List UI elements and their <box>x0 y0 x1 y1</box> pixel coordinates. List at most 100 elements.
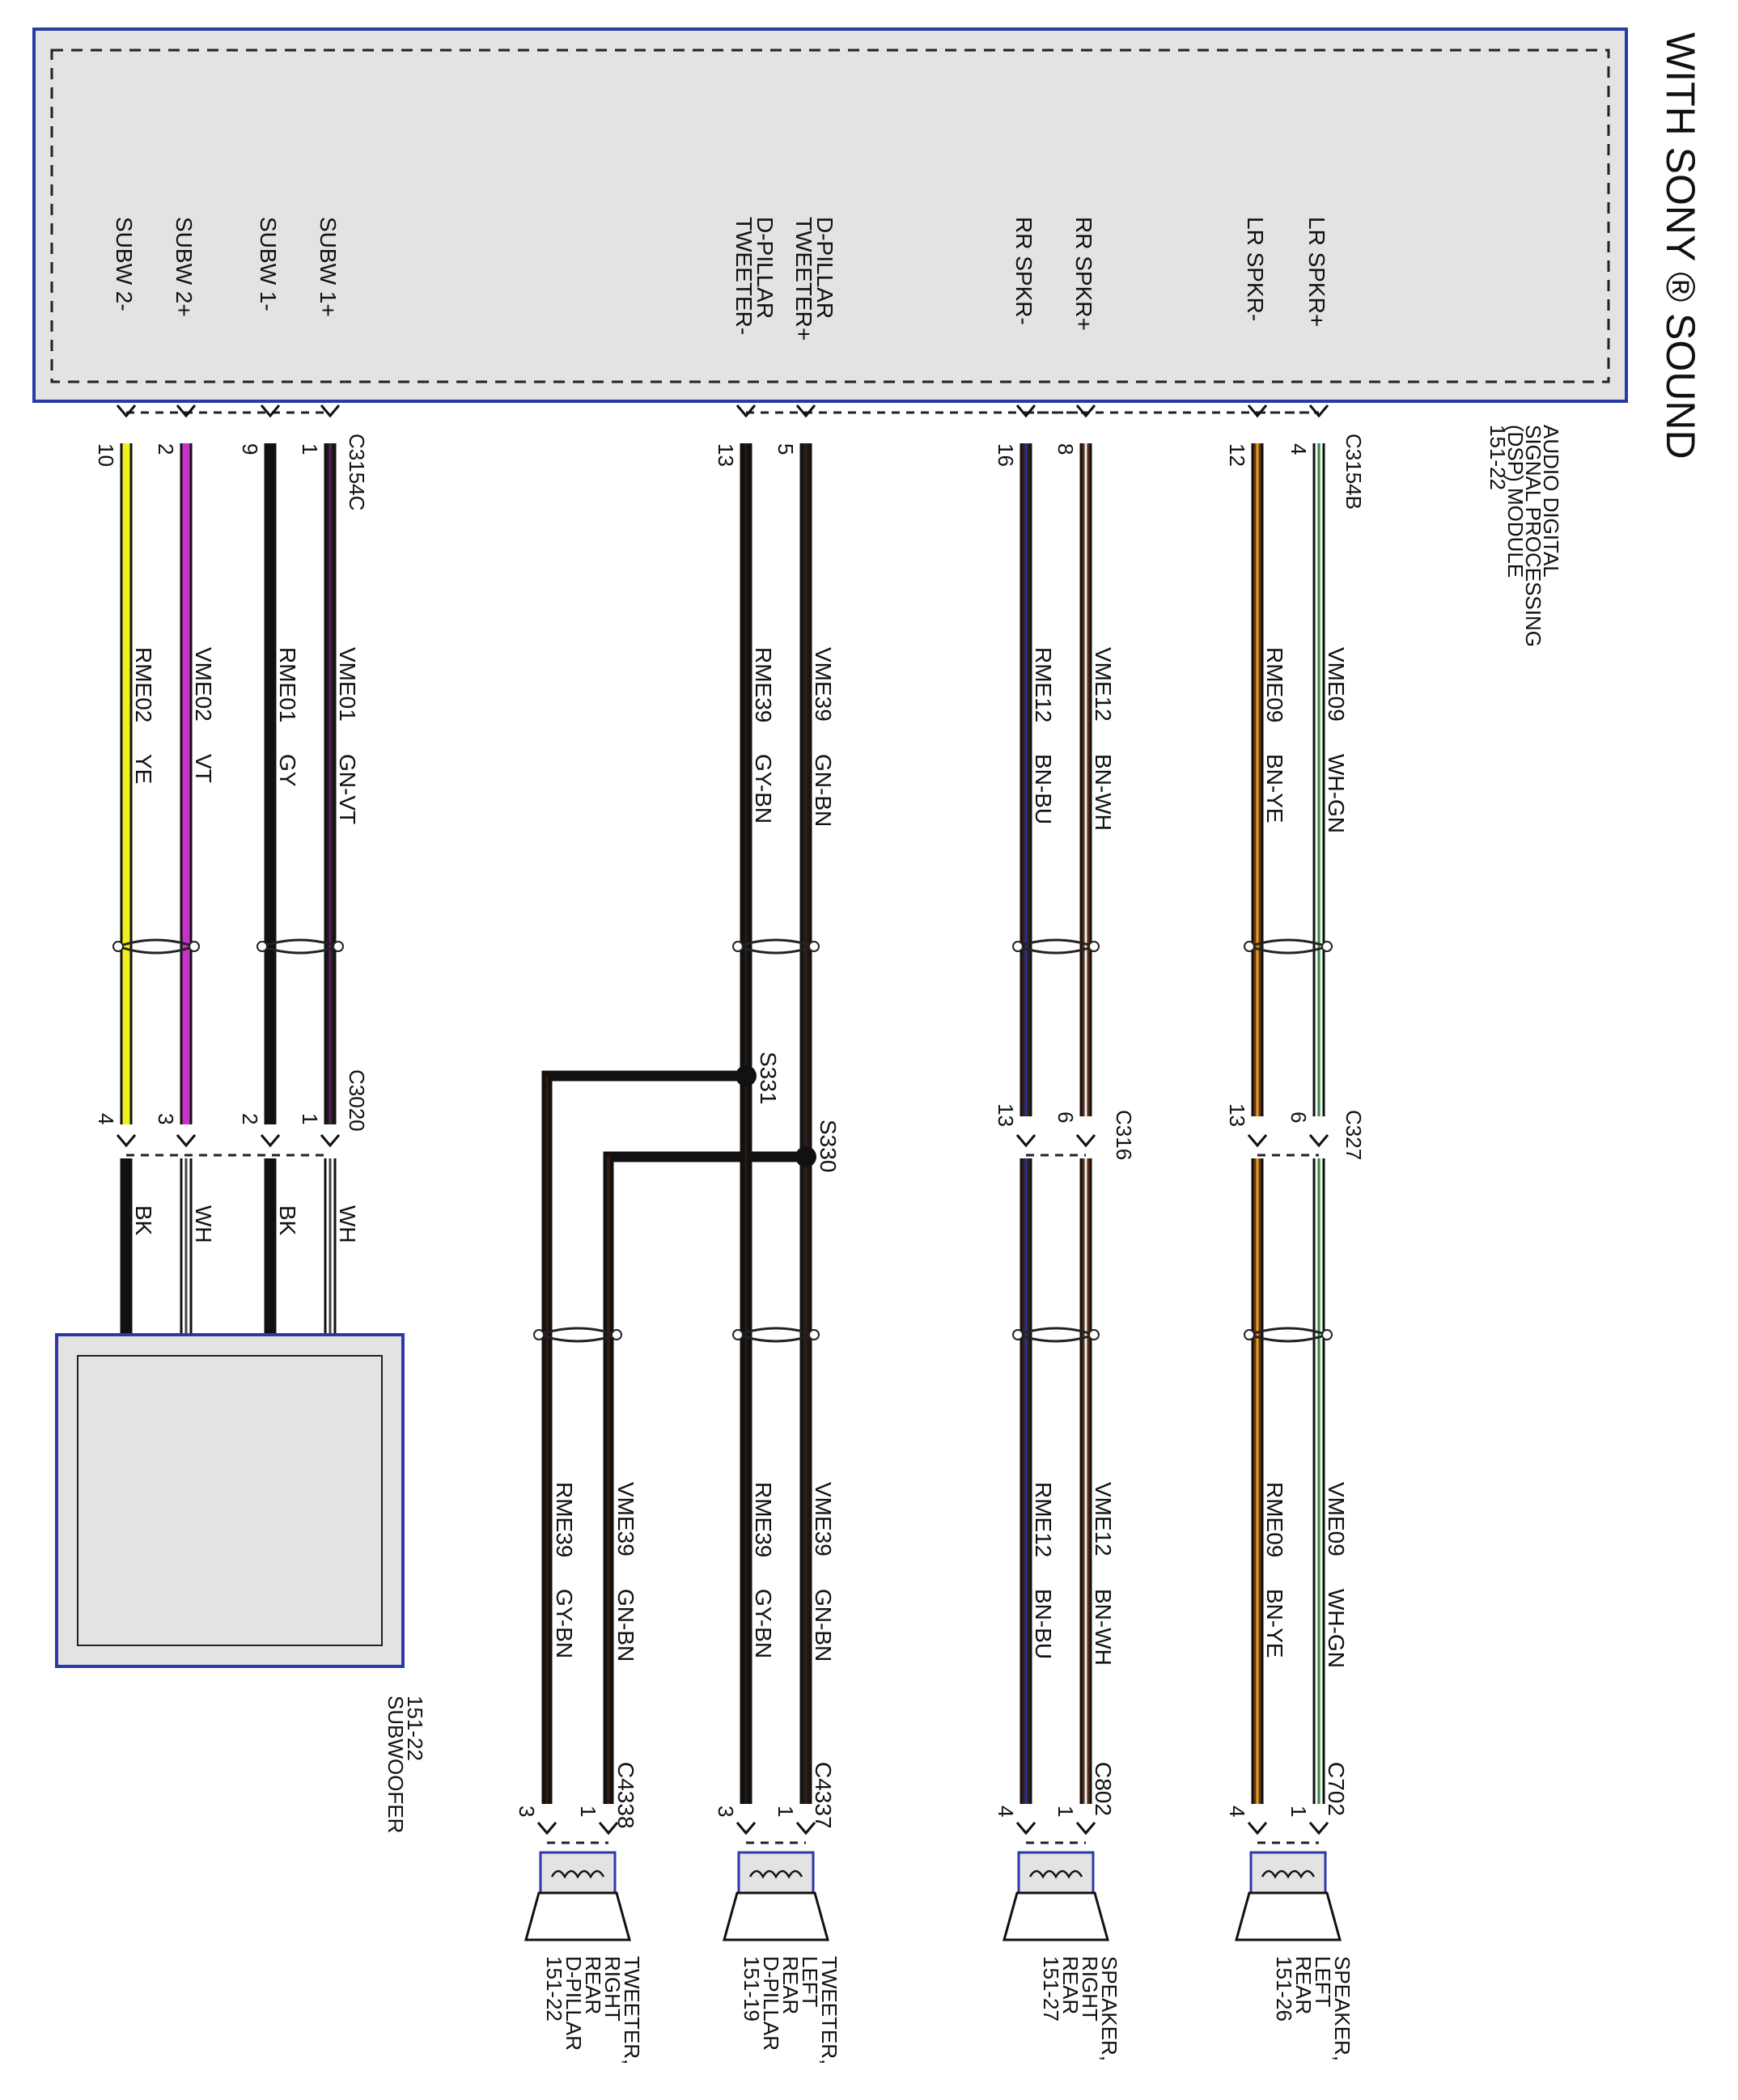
wire-id-lower-pos-rr: VME12 <box>1091 1482 1116 1556</box>
pin-label-dl_n-0-group: D-PILLAR <box>752 217 778 319</box>
wire-id-upper-rr_n: RME12 <box>1031 647 1056 722</box>
pin-label-dl_n-0: D-PILLAR <box>752 217 778 319</box>
pin-label-s2_n-0-group: SUBW 2- <box>112 217 137 311</box>
pin-label-s1_n-0: SUBW 1- <box>256 217 281 311</box>
speaker-name-tr-3-group: D-PILLAR <box>562 1956 586 2051</box>
twist-upper-lr-b <box>1248 945 1328 955</box>
dsp-pin-rr_n: 16 <box>994 443 1018 467</box>
chevron-inline-lr_n <box>1247 1134 1268 1148</box>
speaker-pin-pos-tl-group: 1 <box>774 1806 798 1817</box>
wire-code-upper-s2_p-group: VT <box>191 754 216 783</box>
speaker-name-rr-2-group: REAR <box>1058 1956 1083 2014</box>
wire-code-lower-s2_p: WH <box>191 1205 216 1243</box>
pin-label-rr_n-0-group: RR SPKR- <box>1011 217 1036 325</box>
speaker-name-rr-1: RIGHT <box>1078 1956 1102 2022</box>
chevron-speaker-pos-tl <box>795 1822 816 1835</box>
speaker-name-tr-0-group: TWEETER, <box>620 1956 644 2064</box>
twist-upper-lr-a <box>1248 938 1328 948</box>
speaker-name-tl-2: REAR <box>778 1956 803 2014</box>
chevron-speaker-neg-tr <box>536 1822 557 1835</box>
wire-id-upper-s2_n: RME02 <box>131 647 156 722</box>
twist-upper-dpillar-b <box>737 945 815 955</box>
wire-code-lower-neg-tr-group: GY-BN <box>552 1589 577 1658</box>
dsp-pin-s1_n-group: 9 <box>238 443 262 455</box>
twist-upper-dpillar-end-b <box>808 941 820 952</box>
pin-label-s1_n-0-group: SUBW 1- <box>256 217 281 311</box>
twist-lower-tl-end-b <box>808 1329 820 1340</box>
wire-id-lower-pos-lr-group: VME09 <box>1324 1482 1349 1556</box>
splice-s331-dot <box>735 1065 757 1086</box>
chevron-dsp-s2_n <box>116 404 137 418</box>
dsp-pin-s1_p-group: 1 <box>298 443 322 455</box>
wire-id-upper-dl_p: VME39 <box>811 647 836 722</box>
wire-code-lower-s1_n-group: BK <box>275 1205 300 1236</box>
chevron-dsp-lr_n <box>1247 404 1268 418</box>
twist-upper-dpillar-a <box>737 938 815 948</box>
inline-pin-rr_n-group: 13 <box>994 1103 1018 1127</box>
wire-code-lower-pos-rr: BN-WH <box>1091 1589 1116 1666</box>
chevron-inline-rr_p <box>1075 1134 1096 1148</box>
wire-id-upper-lr_p: VME09 <box>1324 647 1349 722</box>
pin-label-rr_n-0: RR SPKR- <box>1011 217 1036 325</box>
wire-id-lower-neg-tr-group: RME39 <box>552 1482 577 1557</box>
wire-code-lower-s2_n: BK <box>131 1205 156 1236</box>
dsp-pin-s2_n-group: 10 <box>94 443 118 467</box>
inline-pin-s2_n-group: 4 <box>94 1113 118 1124</box>
speaker-tl-cone <box>723 1891 829 1941</box>
inline-connector-c327-label: C327 <box>1342 1110 1366 1160</box>
speaker-connector-tl: C4337 <box>811 1762 836 1829</box>
twist-upper-rr-end-a <box>1012 941 1024 952</box>
wire-id-lower-neg-rr-group: RME12 <box>1031 1482 1056 1557</box>
chevron-dsp-rr_p <box>1075 404 1096 418</box>
chevron-speaker-pos-lr <box>1308 1822 1329 1835</box>
dsp-module-inner-dash <box>50 49 1610 383</box>
chevron-speaker-neg-tl <box>735 1822 757 1835</box>
dsp-pin-s1_n: 9 <box>238 443 262 455</box>
chevron-speaker-pos-tr <box>598 1822 619 1835</box>
pin-label-dl_n-1-group: TWEETER- <box>731 217 757 335</box>
dsp-module-name-line-2: SIGNAL PROCESSING <box>1521 425 1545 647</box>
dsp-module-name-line-3: (DSP) MODULE <box>1503 425 1528 578</box>
pin-label-rr_p-0-group: RR SPKR+ <box>1071 217 1096 331</box>
twist-lower-tr-b <box>538 1333 617 1343</box>
pin-label-s2_p-0: SUBW 2+ <box>172 217 197 317</box>
twist-upper-sub2-a <box>117 938 195 948</box>
speaker-name-rr-0-group: SPEAKER, <box>1097 1956 1121 2061</box>
splice-s330-branch <box>603 1151 806 1804</box>
svg-text:C3154B: C3154B <box>1342 434 1366 510</box>
subwoofer-box <box>55 1333 405 1668</box>
speaker-name-lr-2-group: REAR <box>1291 1956 1316 2014</box>
twist-upper-rr-a <box>1017 938 1095 948</box>
speaker-rr-coil <box>1028 1869 1083 1879</box>
twist-upper-dpillar-end-a <box>732 941 744 952</box>
chevron-dsp-dl_n <box>735 404 757 418</box>
speaker-pin-pos-lr: 1 <box>1287 1806 1311 1817</box>
dsp-module-name: AUDIO DIGITAL SIGNAL PROCESSING (DSP) MO… <box>1486 425 1563 647</box>
pin-label-dl_p-0-group: D-PILLAR <box>812 217 837 319</box>
twist-upper-lr-end-a <box>1244 941 1255 952</box>
chevron-speaker-neg-lr <box>1247 1822 1268 1835</box>
pin-label-dl_p-1-group: TWEETER+ <box>791 217 816 341</box>
wire-id-upper-s1_n-group: RME01 <box>275 647 300 722</box>
inline-connector-c316-label: C316 <box>1112 1110 1136 1160</box>
splice-label-s330-group: S330 <box>816 1120 841 1172</box>
twist-lower-tl-b <box>737 1333 815 1343</box>
inline-pin-lr_p: 6 <box>1287 1111 1311 1123</box>
speaker-name-tr-0: TWEETER, <box>620 1956 644 2064</box>
wire-id-upper-s2_p-group: VME02 <box>191 647 216 722</box>
pin-label-lr_p-0-group: LR SPKR+ <box>1304 217 1329 327</box>
speaker-name-tl-2-group: REAR <box>778 1956 803 2014</box>
pin-label-dl_p-1: TWEETER+ <box>791 217 816 341</box>
speaker-name-rr-0: SPEAKER, <box>1097 1956 1121 2061</box>
speaker-name-tl-1-group: LEFT <box>798 1956 822 2008</box>
wire-code-upper-dl_p: GN-BN <box>811 754 836 827</box>
inline-pin-s1_n-group: 2 <box>238 1113 262 1124</box>
dsp-pin-dl_p-group: 5 <box>774 443 798 455</box>
speaker-pin-pos-rr: 1 <box>1053 1806 1078 1817</box>
twist-upper-sub1-a <box>261 938 339 948</box>
wire-code-lower-pos-tl-group: GN-BN <box>811 1589 836 1662</box>
pin-label-dl_p-0: D-PILLAR <box>812 217 837 319</box>
twist-lower-rr-end-b <box>1088 1329 1100 1340</box>
dsp-pin-lr_p: 4 <box>1287 443 1311 455</box>
wire-code-upper-s2_p: VT <box>191 754 216 783</box>
